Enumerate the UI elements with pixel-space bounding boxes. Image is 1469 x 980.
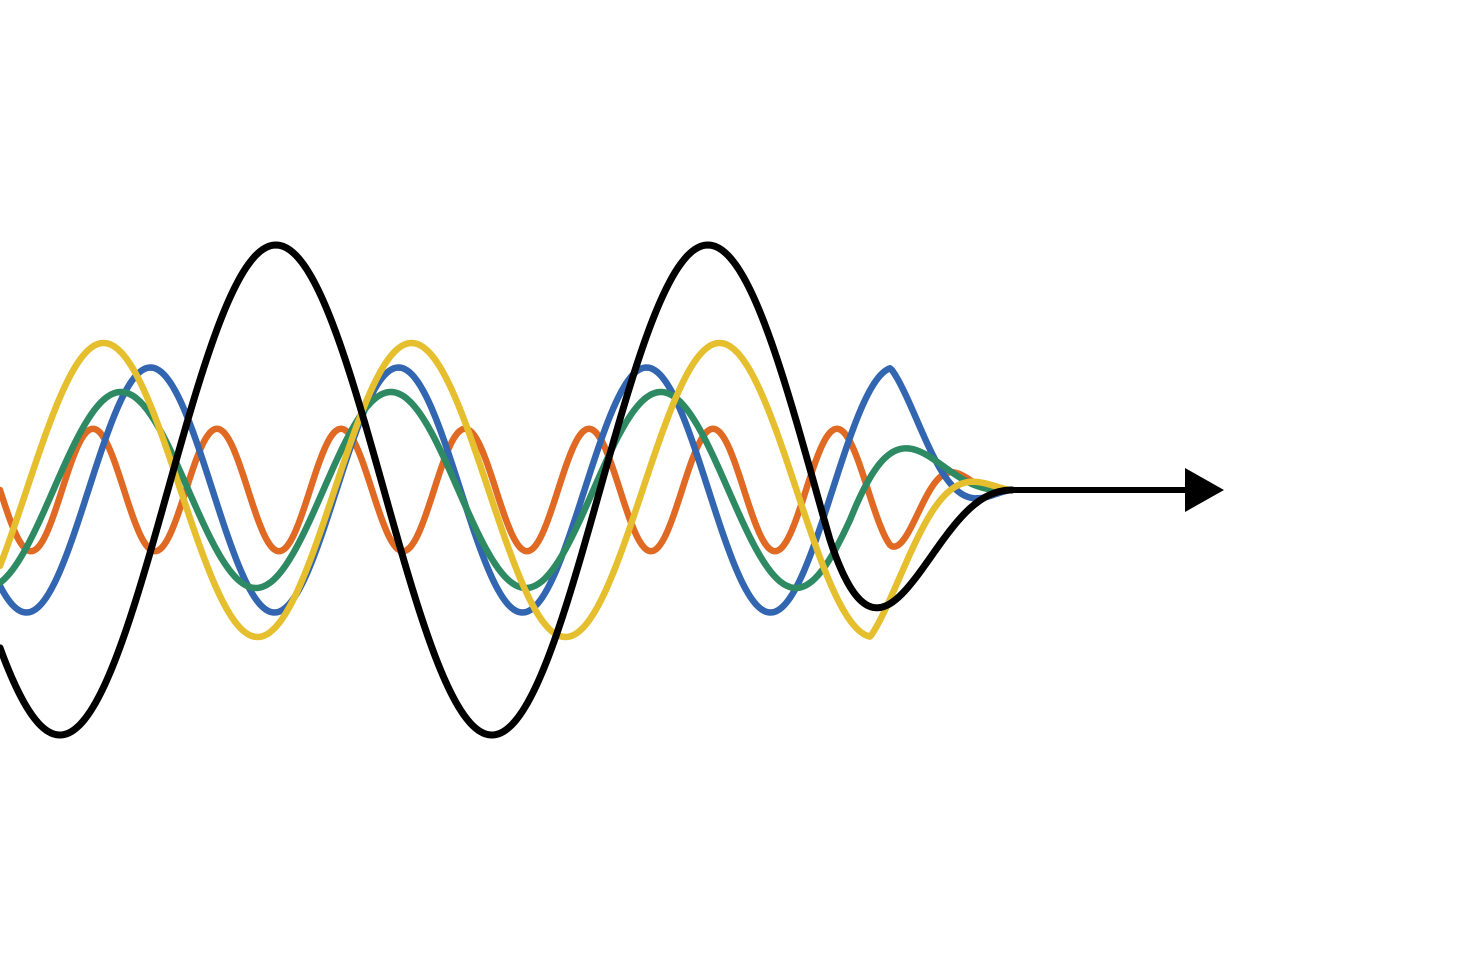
wave-orange [0,425,1016,555]
waves-group [0,241,1016,739]
wave-yellow [0,339,1016,641]
arrow-right-icon [1010,468,1224,512]
wave-blue [0,364,1016,616]
wave-black [0,241,1016,739]
arrow-head [1185,468,1224,512]
